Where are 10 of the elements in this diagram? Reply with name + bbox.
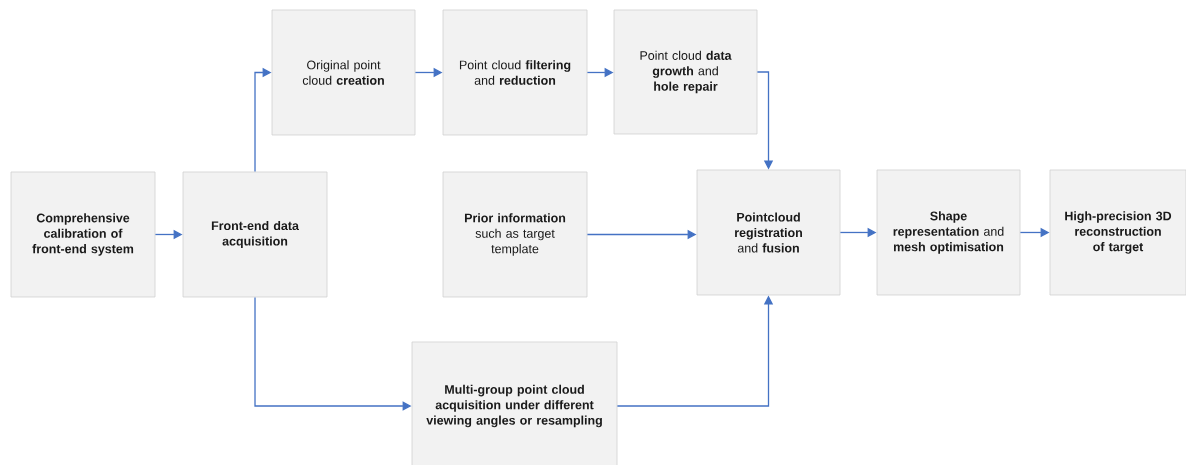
process-box: Front-end data acquisition xyxy=(182,171,328,298)
process-box: Comprehensive calibration of front-end system xyxy=(10,171,156,298)
process-box: Shape representation and mesh optimisation xyxy=(876,169,1021,296)
process-box: Multi-group point cloud acquisition under different viewing angles or resampling xyxy=(411,341,618,465)
process-box: High-precision 3D reconstruction of target xyxy=(1049,169,1186,296)
process-box: Point cloud data growth and hole repair xyxy=(613,9,758,135)
process-box: Pointcloud registration and fusion xyxy=(696,169,841,296)
process-box: Original point cloud creation xyxy=(271,9,416,136)
process-box: Point cloud filtering and reduction xyxy=(442,9,588,136)
process-box: Prior information such as target template xyxy=(442,171,588,298)
